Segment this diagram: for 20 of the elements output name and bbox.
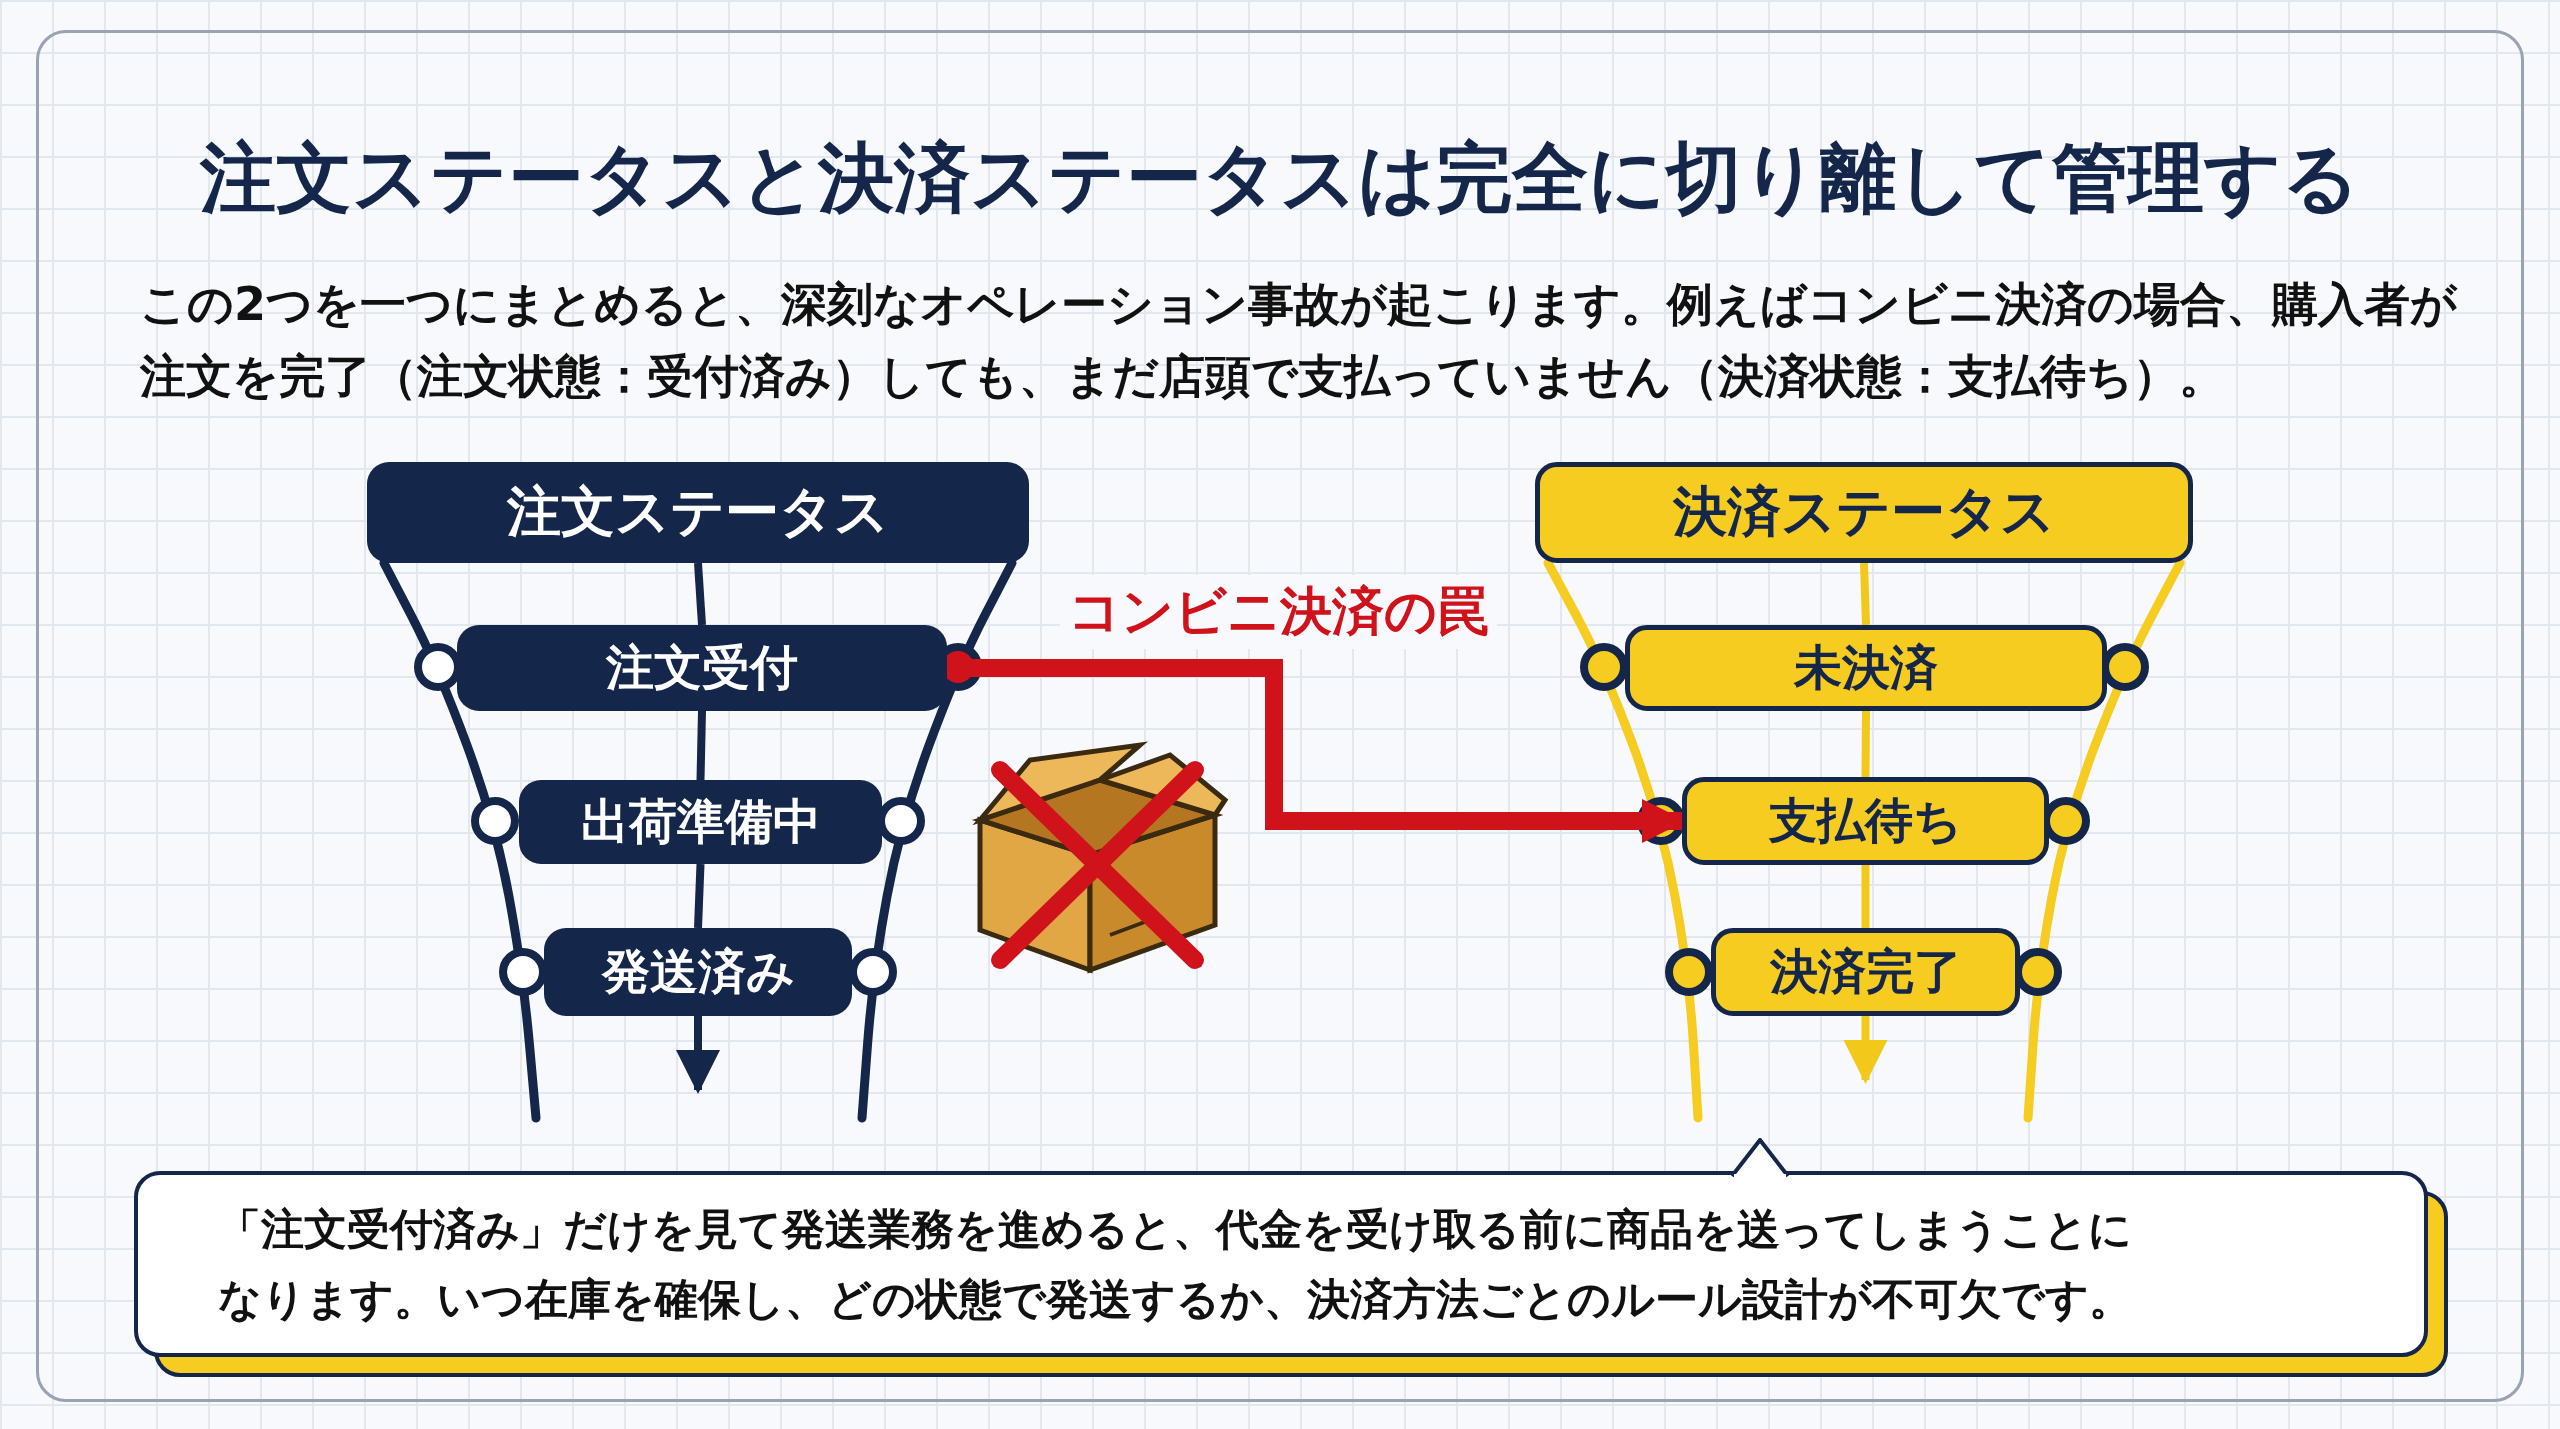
connector-line xyxy=(696,710,706,781)
header-box: 注文ステータス xyxy=(367,462,1029,563)
connector-line xyxy=(1861,865,1870,928)
connector-line xyxy=(694,562,706,626)
header-box: 決済ステータス xyxy=(1535,462,2193,563)
title: 注文ステータスと決済ステータスは完全に切り離して管理する xyxy=(198,132,2361,224)
status-box: 支払待ち xyxy=(1682,777,2049,865)
connector-line xyxy=(1860,562,1870,626)
status-box: 発送済み xyxy=(544,928,852,1016)
callout-box: 「注文受付済み」だけを見て発送業務を進めると、代金を受け取る前に商品を送ってしまうことになります。いつ在庫を確保し、どの状態で発送するか、決済方法ごとのルール設計が不可欠です。 xyxy=(134,1171,2428,1357)
status-box: 注文受付 xyxy=(457,625,947,711)
connector-line xyxy=(694,863,705,929)
arrow xyxy=(1843,1016,1888,1084)
connector-line xyxy=(1861,710,1870,778)
arrow xyxy=(676,1016,720,1094)
edge-label: コンビニ決済の罠 xyxy=(1060,575,1497,649)
intro-paragraph: この2つを一つにまとめると、深刻なオペレーション事故が起こります。例えばコンビニ決済の場合、購入者が注文を完了（注文状態：受付済み）しても、まだ店頭で支払っていません（決済状態：支払待ち）。 xyxy=(140,276,2459,405)
status-box: 決済完了 xyxy=(1711,928,2020,1016)
status-box: 未決済 xyxy=(1625,625,2107,711)
status-box: 出荷準備中 xyxy=(519,780,882,864)
